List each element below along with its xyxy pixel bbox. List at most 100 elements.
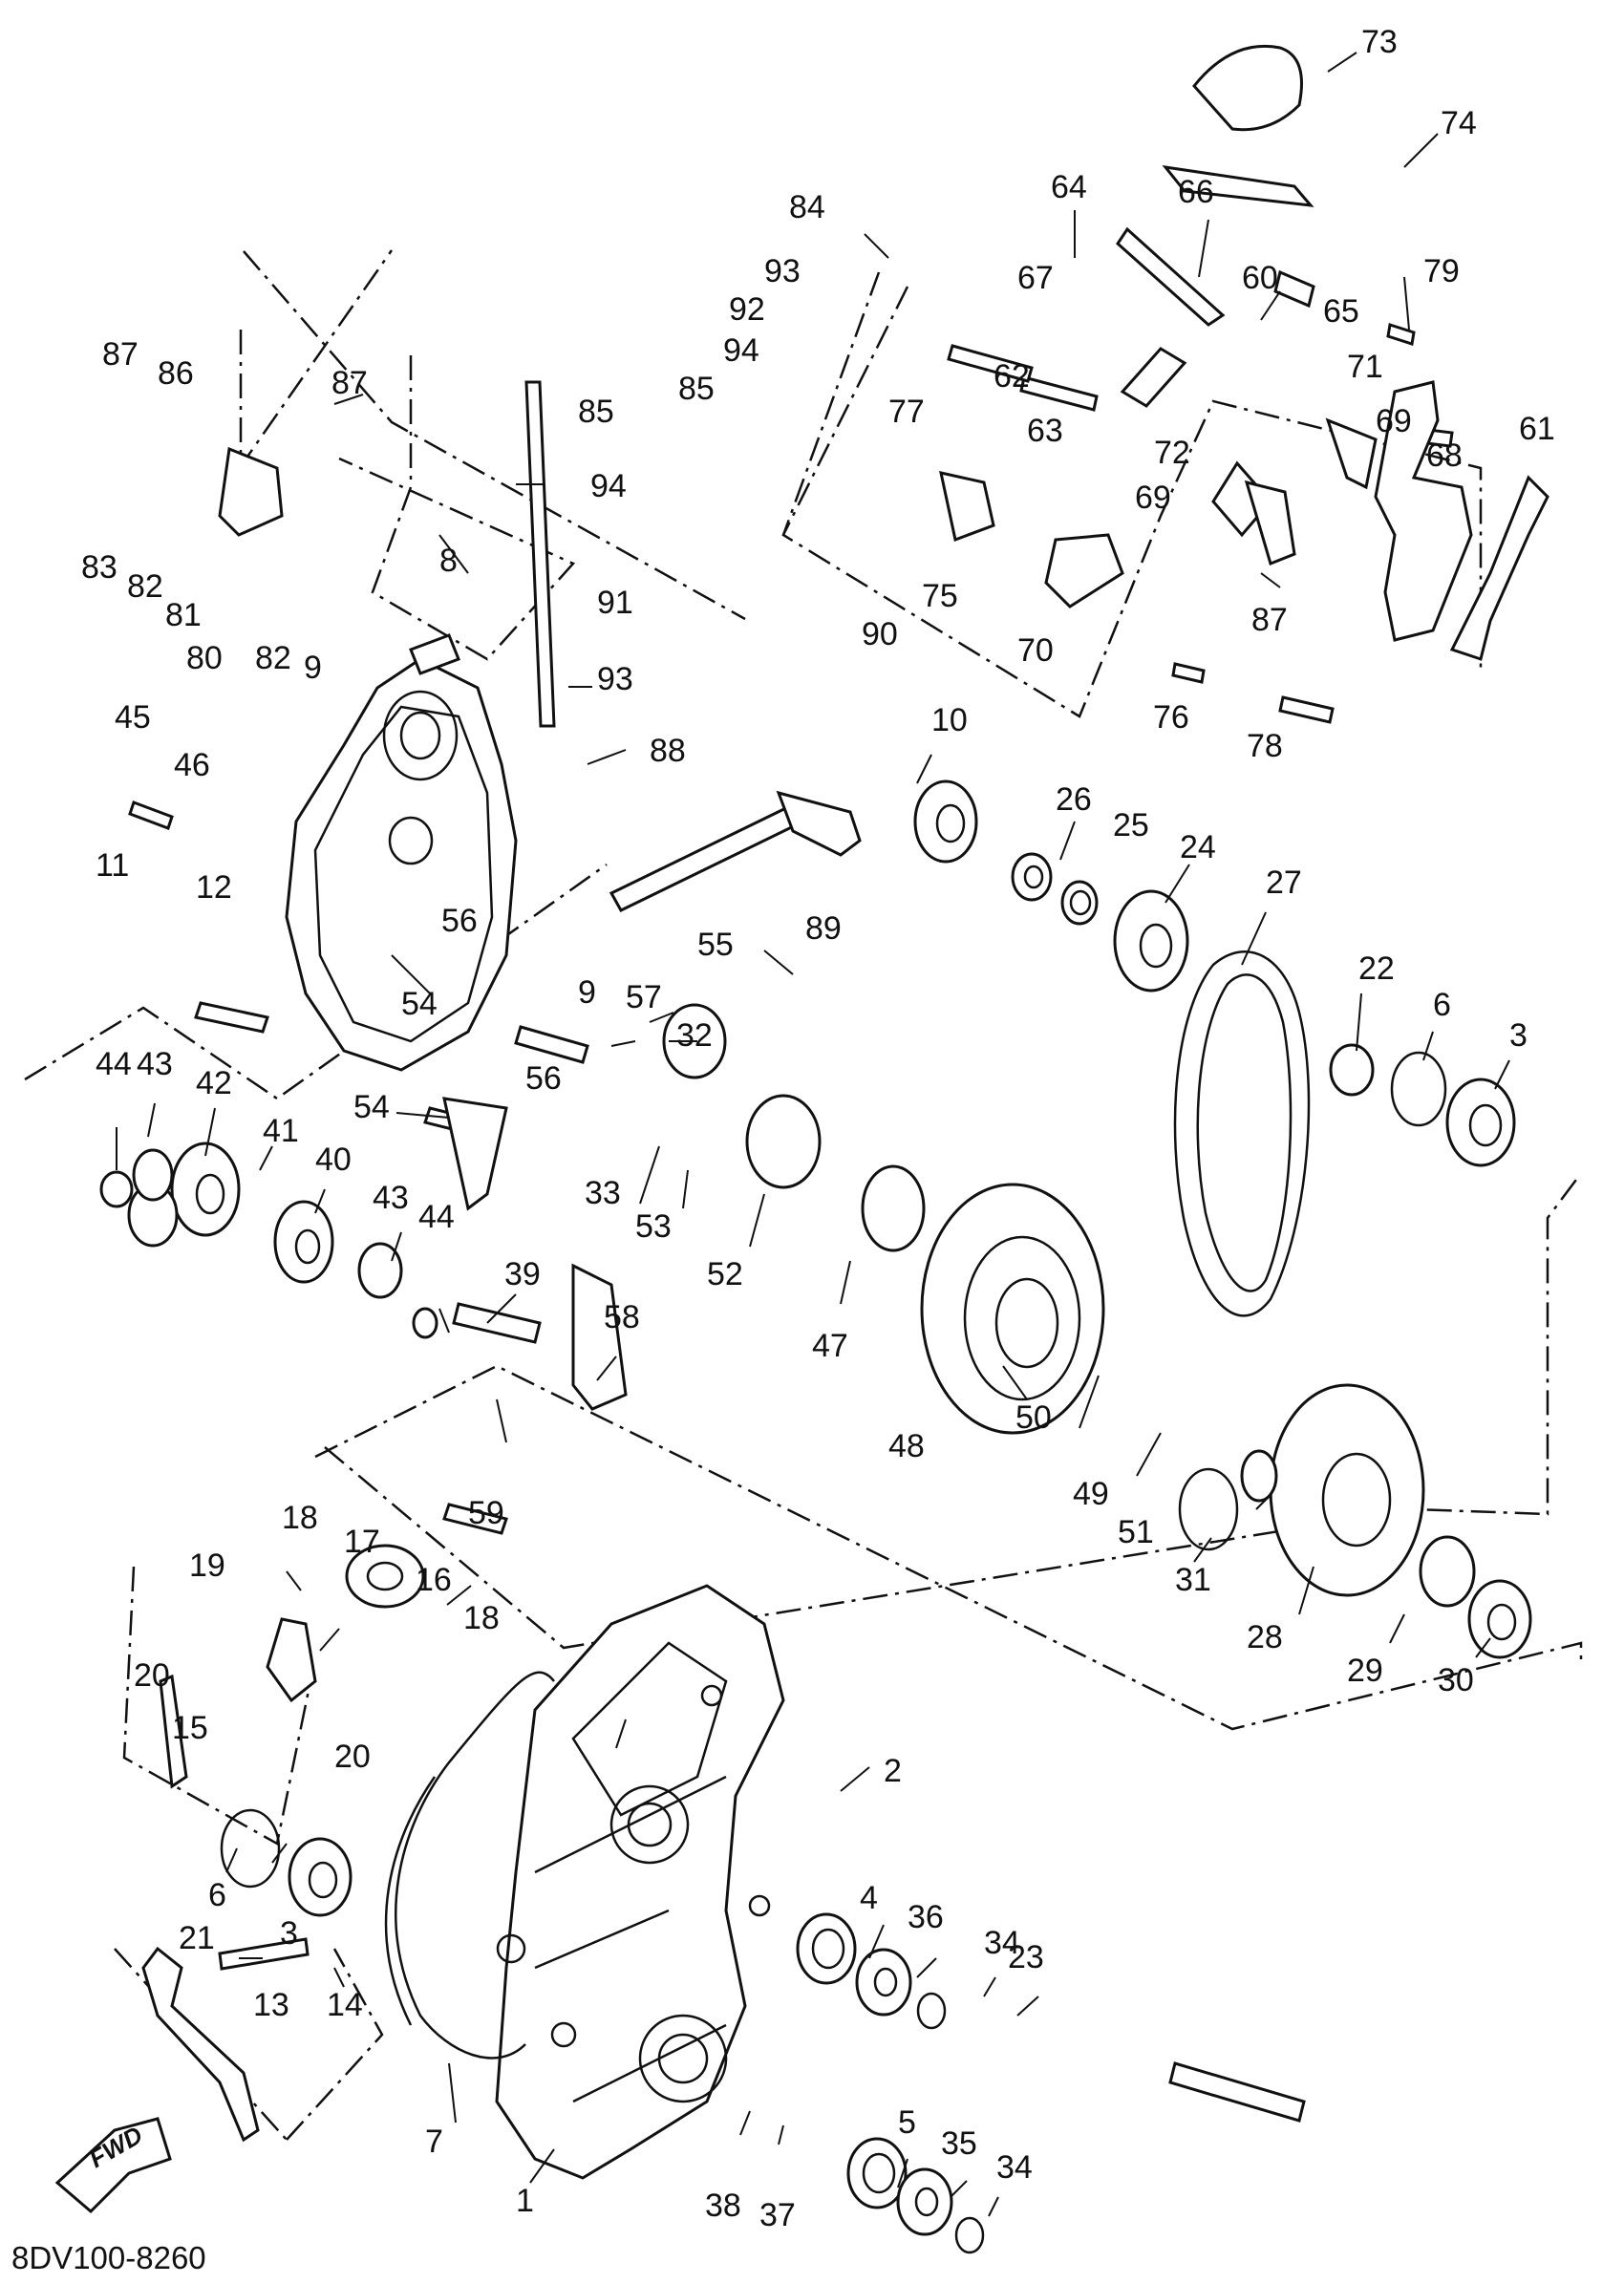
callout-64: 64 [1051, 169, 1087, 205]
callout-21: 21 [179, 1920, 215, 1956]
gear-part-42 [170, 1142, 241, 1237]
callout-49: 49 [1073, 1476, 1109, 1512]
callout-53: 53 [635, 1208, 672, 1245]
callout-60: 60 [1242, 260, 1278, 296]
callout-14: 14 [327, 1987, 363, 2023]
callout-69: 69 [1376, 403, 1412, 439]
callout-25: 25 [1113, 807, 1149, 843]
callout-90: 90 [862, 616, 898, 652]
callout-65: 65 [1323, 293, 1359, 330]
shafts-rods-bolts [128, 164, 1454, 2123]
callout-54: 54 [353, 1089, 390, 1125]
callout-71: 71 [1347, 349, 1383, 385]
bearings-and-rings [99, 779, 1532, 2254]
callout-87: 87 [102, 336, 139, 373]
callout-72: 72 [1154, 435, 1190, 471]
callout-34: 34 [996, 2149, 1033, 2186]
callout-58: 58 [604, 1299, 640, 1335]
callout-87: 87 [1251, 602, 1288, 638]
callout-92: 92 [729, 291, 765, 328]
callout-33: 33 [585, 1175, 621, 1211]
callout-46: 46 [174, 747, 210, 783]
callout-18: 18 [463, 1600, 500, 1636]
callout-54: 54 [401, 986, 438, 1022]
callout-22: 22 [1358, 950, 1395, 987]
callout-93: 93 [764, 253, 801, 289]
callout-6: 6 [208, 1877, 226, 1913]
callout-36: 36 [908, 1899, 944, 1935]
callout-8: 8 [439, 543, 458, 579]
callout-32: 32 [676, 1017, 713, 1054]
callout-83: 83 [81, 549, 118, 586]
callout-87: 87 [331, 365, 368, 401]
callout-43: 43 [373, 1180, 409, 1216]
callout-93: 93 [597, 661, 633, 697]
callout-79: 79 [1423, 253, 1460, 289]
callout-31: 31 [1175, 1562, 1211, 1598]
callout-69: 69 [1135, 480, 1171, 516]
callout-67: 67 [1017, 260, 1054, 296]
callout-44: 44 [96, 1046, 132, 1082]
belt-part-27 [1173, 950, 1311, 1317]
callout-70: 70 [1017, 632, 1054, 669]
callout-77: 77 [888, 394, 925, 430]
callout-10: 10 [931, 702, 968, 738]
chain-part-7 [384, 1671, 555, 2060]
callout-50: 50 [1015, 1399, 1052, 1436]
callout-1: 1 [516, 2183, 534, 2219]
callout-55: 55 [697, 927, 734, 963]
callout-94: 94 [723, 332, 759, 369]
callout-42: 42 [196, 1065, 232, 1101]
secondary-sheave-part-48 [920, 1183, 1105, 1435]
callout-12: 12 [196, 869, 232, 906]
callout-37: 37 [759, 2197, 796, 2233]
callout-57: 57 [626, 979, 662, 1015]
callout-47: 47 [812, 1328, 848, 1364]
callout-20: 20 [134, 1657, 170, 1694]
levers-and-brackets [141, 44, 1549, 2143]
callout-28: 28 [1247, 1619, 1283, 1655]
driven-gear-part-28 [1269, 1383, 1425, 1597]
callout-78: 78 [1247, 728, 1283, 764]
callout-41: 41 [263, 1113, 299, 1149]
callout-26: 26 [1056, 781, 1092, 818]
callout-29: 29 [1347, 1653, 1383, 1689]
callout-27: 27 [1266, 865, 1302, 901]
callout-7: 7 [425, 2124, 443, 2160]
callout-63: 63 [1027, 413, 1063, 449]
callout-17: 17 [344, 1524, 380, 1560]
callout-2: 2 [884, 1753, 902, 1789]
callout-61: 61 [1519, 411, 1555, 447]
callout-43: 43 [137, 1046, 173, 1082]
callout-leaders [116, 52, 1510, 2217]
callout-30: 30 [1438, 1662, 1474, 1698]
callout-86: 86 [158, 355, 194, 392]
assembly-outlines [24, 249, 1583, 2141]
callout-62: 62 [994, 358, 1030, 395]
callout-76: 76 [1153, 699, 1189, 736]
callout-4: 4 [860, 1880, 878, 1916]
callout-16: 16 [416, 1562, 452, 1598]
callout-51: 51 [1118, 1514, 1154, 1550]
callout-56: 56 [441, 903, 478, 939]
callout-91: 91 [597, 585, 633, 621]
callout-11: 11 [96, 847, 129, 884]
callout-39: 39 [504, 1256, 541, 1292]
callout-5: 5 [898, 2104, 916, 2141]
callout-48: 48 [888, 1428, 925, 1464]
drawing-code: 8DV100-8260 [11, 2240, 206, 2275]
callout-6: 6 [1433, 987, 1451, 1023]
callout-38: 38 [705, 2188, 741, 2224]
callout-labels: 73 74 64 66 84 93 92 67 60 65 79 87 86 8… [81, 24, 1555, 2233]
chain-case-cover-part-8 [285, 633, 518, 1072]
callout-88: 88 [650, 733, 686, 769]
callout-3: 3 [1509, 1017, 1528, 1054]
callout-85: 85 [578, 394, 614, 430]
callout-52: 52 [707, 1256, 743, 1292]
callout-75: 75 [922, 578, 958, 614]
fwd-arrow: FWD [54, 2117, 172, 2214]
callout-18: 18 [282, 1500, 318, 1536]
callout-81: 81 [165, 597, 202, 633]
callout-24: 24 [1180, 829, 1216, 865]
callout-85: 85 [678, 371, 715, 407]
